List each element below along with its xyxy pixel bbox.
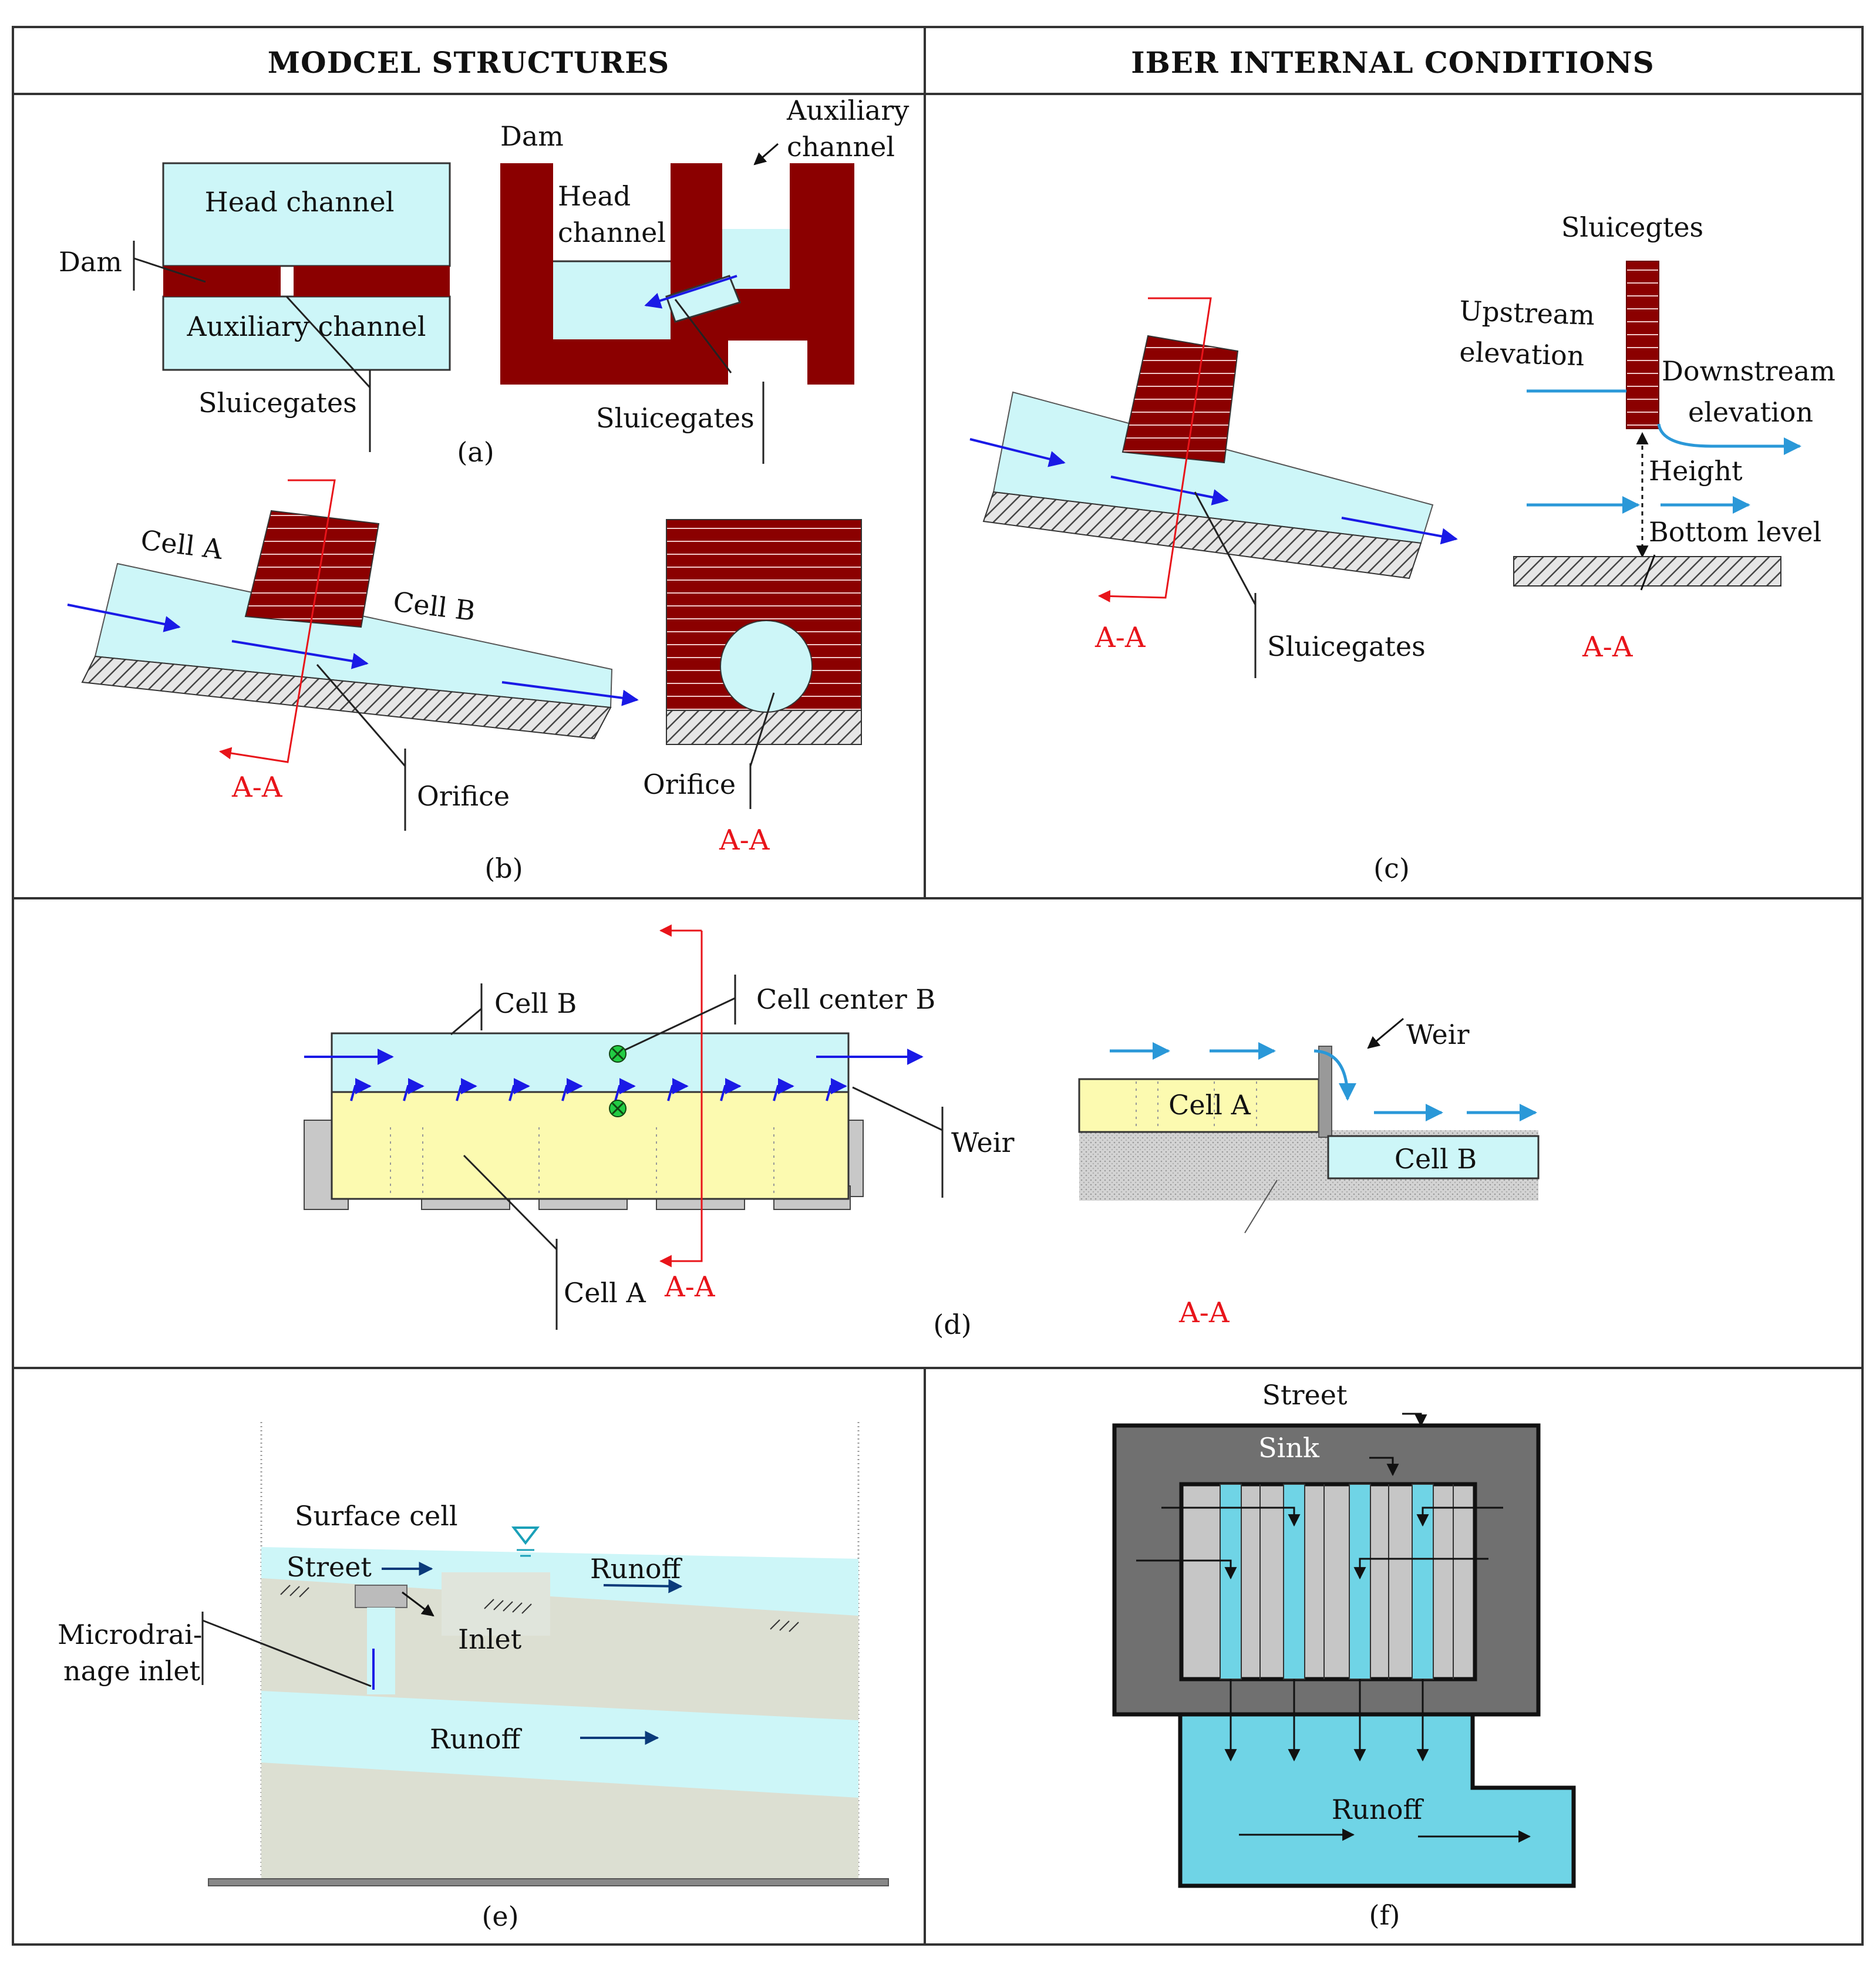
bed-section-b <box>666 710 862 745</box>
label-section-b-right: A-A <box>719 824 770 857</box>
caption-c: (c) <box>1373 852 1410 884</box>
weir-flow-arrows <box>350 1078 847 1101</box>
cell-b-box-d <box>331 1032 850 1093</box>
caption-e: (e) <box>481 1900 518 1932</box>
label-sluicegates-c: Sluicegates <box>1267 631 1426 662</box>
caption-d: (d) <box>933 1309 971 1340</box>
caption-b: (b) <box>484 852 523 884</box>
label-inlet: Inlet <box>458 1623 522 1655</box>
section-line-d <box>659 931 703 1268</box>
orifice-circle <box>720 620 813 713</box>
label-weir-right: Weir <box>1406 1019 1469 1050</box>
cell-a-box-d <box>331 1091 850 1200</box>
sluicegate-bar <box>1626 261 1659 429</box>
label-head-right-2: channel <box>558 217 666 248</box>
label-section-c: A-A <box>1094 621 1146 654</box>
label-head-right-1: Head <box>558 180 631 212</box>
label-cell-a-right: Cell A <box>1168 1089 1251 1121</box>
label-sluicegates: Sluicegates <box>198 387 357 419</box>
panel-f: Street Sink Runoff (f) <box>1112 1379 1576 1931</box>
water-level-icon <box>511 1526 540 1545</box>
label-dam: Dam <box>59 246 122 278</box>
cell-a-box-right <box>1078 1078 1320 1133</box>
table-grid <box>12 26 1864 1946</box>
head-channel-water <box>553 261 671 339</box>
dam-section-shape <box>500 163 854 385</box>
panel-b: Cell A Cell B Orifice A-A Orifice A-A (b… <box>67 479 862 884</box>
inlet-shaft <box>367 1608 395 1694</box>
dam-block-b <box>244 510 380 628</box>
label-runoff-bottom: Runoff <box>430 1723 523 1755</box>
label-sluicegates-right: Sluicegates <box>596 402 755 434</box>
label-section-b: A-A <box>231 771 283 804</box>
label-micro-1: Microdrai- <box>58 1619 202 1650</box>
sink-slot-3 <box>1349 1484 1371 1680</box>
inlet-grate <box>355 1585 407 1608</box>
panel-d: Cell B Cell center B Weir Cell A A-A Wei… <box>304 924 1540 1340</box>
label-bottom-level: Bottom level <box>1649 516 1821 548</box>
street-water-e <box>261 1547 858 1616</box>
label-micro-2: nage inlet <box>63 1655 201 1687</box>
panel-a: Head channel Dam Auxiliary channel Sluic… <box>59 95 909 468</box>
label-cell-center-b: Cell center B <box>756 983 935 1015</box>
label-head-channel: Head channel <box>205 186 395 218</box>
label-street-e: Street <box>287 1551 372 1583</box>
label-orifice: Orifice <box>417 780 510 812</box>
aux-channel-water <box>722 229 790 289</box>
label-cell-b-right: Cell B <box>1395 1143 1477 1175</box>
section-line-b <box>218 479 336 763</box>
gate-block-c <box>1121 335 1239 464</box>
sluice-pipe <box>665 275 742 323</box>
label-aux-right-1: Auxiliary <box>786 95 909 126</box>
sink-slot-1 <box>1220 1484 1242 1680</box>
section-line-c <box>1097 297 1212 602</box>
header-iber: IBER INTERNAL CONDITIONS <box>1131 45 1655 80</box>
label-sluicegtes-title: Sluicegtes <box>1561 211 1703 243</box>
caption-f: (f) <box>1369 1899 1400 1931</box>
label-aux-right-2: channel <box>787 131 895 163</box>
label-downstream-2: elevation <box>1688 396 1813 428</box>
label-orifice-right: Orifice <box>643 769 736 800</box>
weir-wall <box>1318 1046 1332 1138</box>
label-street-f: Street <box>1262 1379 1348 1411</box>
header-modcel: MODCEL STRUCTURES <box>268 45 670 80</box>
bed-section-c <box>1513 556 1781 587</box>
label-sink: Sink <box>1258 1432 1320 1464</box>
label-section-d: A-A <box>664 1271 716 1303</box>
label-section-c-right: A-A <box>1582 631 1633 663</box>
label-cell-a-d: Cell A <box>564 1277 646 1309</box>
panel-e: Surface cell Street Runoff Inlet Microdr… <box>58 1422 889 1932</box>
label-downstream-1: Downstream <box>1662 355 1835 387</box>
inlet-box-e <box>442 1572 550 1636</box>
label-runoff-f: Runoff <box>1332 1794 1424 1825</box>
label-cell-a: Cell A <box>139 524 225 565</box>
label-cell-b-d: Cell B <box>494 988 577 1019</box>
label-cell-b: Cell B <box>392 585 477 627</box>
auxiliary-channel-box <box>162 295 451 371</box>
label-upstream-1: Upstream <box>1459 295 1595 331</box>
runoff-area-f <box>1178 1712 1576 1888</box>
cell-b-box-right <box>1327 1135 1540 1180</box>
ground-rail-e <box>208 1878 889 1886</box>
label-weir-d: Weir <box>951 1127 1014 1158</box>
panel-c: A-A Sluicegates Sluicegtes Upstream elev… <box>969 211 1835 884</box>
label-runoff-top: Runoff <box>590 1553 683 1585</box>
label-height: Height <box>1649 455 1743 487</box>
head-channel-box <box>162 162 451 267</box>
dam-wall-right <box>294 266 450 296</box>
caption-a: (a) <box>457 436 494 468</box>
label-dam-right: Dam <box>500 120 564 152</box>
cell-center-marker-b <box>609 1045 627 1063</box>
label-section-d-right: A-A <box>1178 1296 1230 1329</box>
cell-center-marker-a <box>609 1100 627 1117</box>
channel-bed-c <box>982 491 1422 579</box>
label-upstream-2: elevation <box>1459 336 1585 372</box>
label-surface-cell: Surface cell <box>295 1500 458 1532</box>
dam-wall-left <box>163 266 281 296</box>
label-auxiliary-channel: Auxiliary channel <box>187 311 426 342</box>
runoff-pipe-e <box>261 1691 858 1798</box>
